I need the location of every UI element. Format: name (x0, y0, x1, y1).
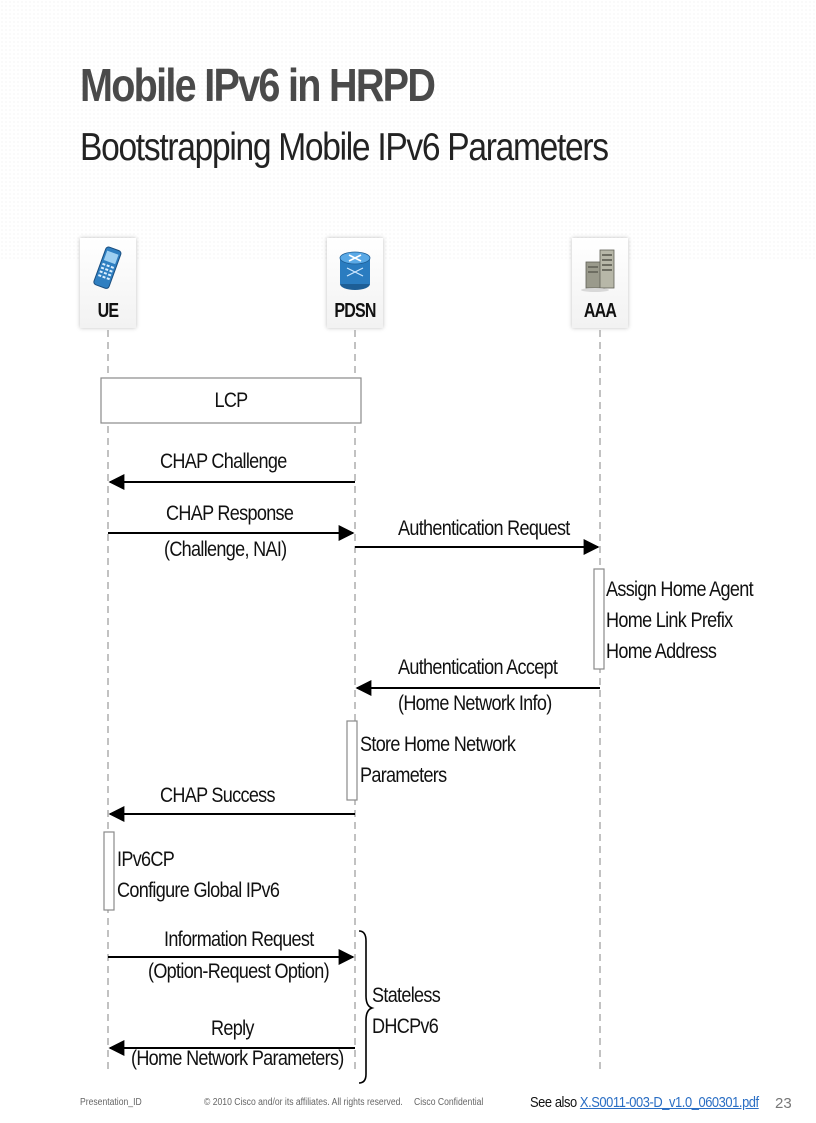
pdsn-activation-box (346, 720, 358, 801)
lcp-box (100, 377, 362, 424)
msg-auth-accept: Authentication Accept (398, 656, 558, 679)
activity-aaa-assign: Assign Home Agent Home Link Prefix Home … (606, 578, 754, 663)
footer-confidential: Cisco Confidential (414, 1097, 484, 1108)
footer-presentation-id: Presentation_ID (80, 1097, 142, 1108)
msg-reply: Reply (211, 1017, 254, 1040)
msg-auth-accept-params: (Home Network Info) (398, 692, 552, 715)
router-icon (339, 251, 371, 290)
activity-ue-ipv6cp: IPv6CP Configure Global IPv6 (117, 848, 280, 902)
see-also: See also X.S0011-003-D_v1.0_060301.pdf (530, 1094, 759, 1111)
server-icon (581, 249, 615, 292)
actor-ue-label: UE (97, 300, 119, 322)
msg-auth-request: Authentication Request (398, 517, 570, 540)
activity-pdsn-store: Store Home Network Parameters (360, 733, 516, 787)
msg-reply-params: (Home Network Parameters) (131, 1047, 344, 1070)
msg-chap-response: CHAP Response (166, 502, 294, 525)
actor-pdsn-label: PDSN (334, 300, 376, 322)
actor-ue: UE (80, 238, 136, 328)
aaa-activation-box (593, 568, 605, 670)
msg-chap-success: CHAP Success (160, 784, 276, 807)
see-also-prefix: See also (530, 1094, 580, 1111)
msg-info-request: Information Request (164, 928, 314, 951)
header-background-pattern (0, 0, 816, 260)
actor-aaa: AAA (572, 238, 628, 328)
slide-title: Mobile IPv6 in HRPD (80, 59, 436, 111)
mobile-phone-icon (93, 246, 122, 289)
see-also-link[interactable]: X.S0011-003-D_v1.0_060301.pdf (579, 1094, 759, 1111)
page-number: 23 (775, 1095, 792, 1112)
stateless-dhcpv6-brace (358, 930, 375, 1084)
ue-activation-box (103, 831, 115, 911)
msg-info-request-params: (Option-Request Option) (148, 960, 330, 983)
actor-aaa-label: AAA (583, 300, 617, 322)
lcp-label: LCP (214, 389, 248, 412)
stateless-dhcpv6-label: Stateless DHCPv6 (372, 984, 441, 1038)
msg-chap-response-params: (Challenge, NAI) (164, 538, 287, 561)
footer-copyright: © 2010 Cisco and/or its affiliates. All … (204, 1097, 403, 1108)
msg-chap-challenge: CHAP Challenge (160, 450, 287, 473)
actor-pdsn: PDSN (327, 238, 383, 328)
slide-subtitle: Bootstrapping Mobile IPv6 Parameters (80, 126, 609, 169)
